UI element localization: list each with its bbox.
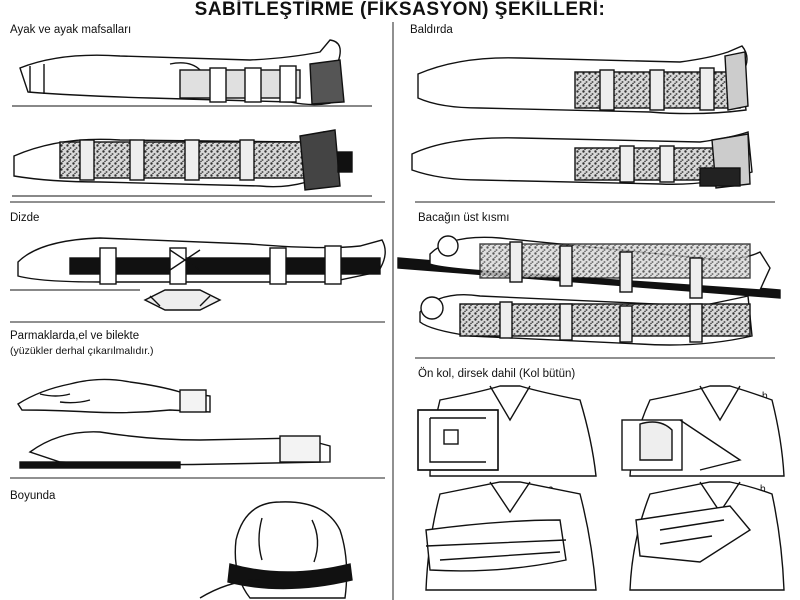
section-label-foot-ankle: Ayak ve ayak mafsalları [10,24,132,36]
neck-fixation [199,501,353,599]
foot-ankle-fixation-1 [19,39,345,106]
finger-hand-fixation-1 [17,378,211,414]
upper-leg-fixation-2 [419,294,753,346]
section-label-knee: Dizde [10,212,40,224]
foot-ankle-fixation-2 [13,129,353,191]
forearm-fixation-b-2 [629,481,785,591]
section-label-neck: Boyunda [10,490,56,502]
sub-label-b-top: b [762,391,768,402]
upper-leg-fixation-1 [397,235,781,299]
calf-fixation-1 [417,45,749,115]
section-label-upper-leg: Bacağın üst kısmı [418,212,510,224]
calf-fixation-2 [411,131,753,189]
section-label-fingers-line1: Parmaklarda,el ve bilekte [10,330,140,342]
section-label-fingers-line2: (yüzükler derhal çıkarılmalıdır.) [10,345,154,357]
section-label-calf: Baldırda [410,24,453,36]
finger-hand-fixation-2 [19,431,331,469]
knee-fixation [17,237,386,311]
forearm-fixation-b-1 [621,385,785,477]
forearm-fixation-a-2 [425,481,597,591]
section-label-forearm: Ön kol, dirsek dahil (Kol bütün) [418,368,576,380]
page-title: SABİTLEŞTİRME (FİKSASYON) ŞEKİLLERİ: [194,0,606,20]
forearm-fixation-a-1 [417,385,597,477]
sub-label-b-bottom: b [760,484,766,495]
